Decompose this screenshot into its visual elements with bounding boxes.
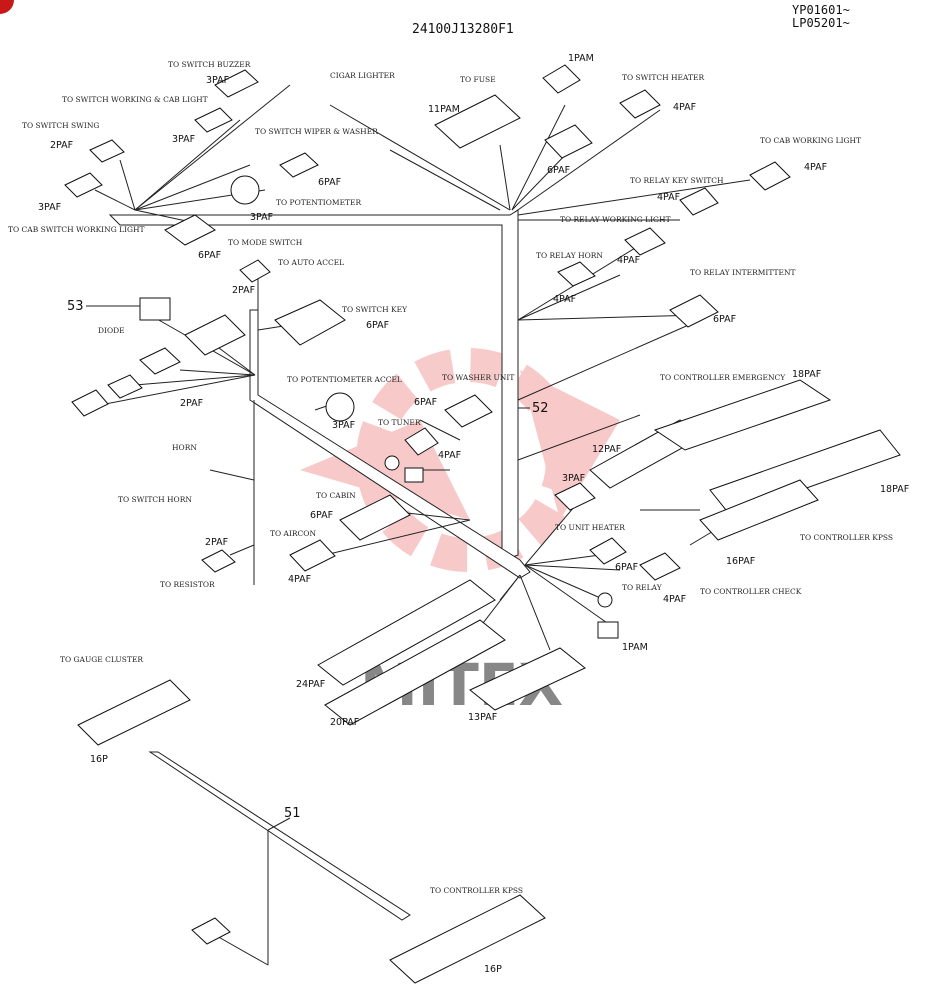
connector-11pam-fuse: 11PAM bbox=[428, 104, 460, 115]
label-controller-check: TO CONTROLLER CHECK bbox=[700, 587, 802, 596]
callout-main-harness: 52 bbox=[532, 401, 549, 416]
label-switch-wiper-washer: TO SWITCH WIPER & WASHER bbox=[255, 127, 378, 136]
label-unit-heater: TO UNIT HEATER bbox=[555, 523, 625, 532]
label-relay-horn: TO RELAY HORN bbox=[536, 251, 603, 260]
connector-6paf-mode: 6PAF bbox=[198, 250, 221, 261]
connector-20paf: 20PAF bbox=[330, 717, 359, 728]
connector-3paf-unit: 3PAF bbox=[562, 473, 585, 484]
branch-wires bbox=[94, 84, 751, 651]
label-mode-switch: TO MODE SWITCH bbox=[228, 238, 303, 247]
connector-12paf: 12PAF bbox=[592, 444, 621, 455]
label-controller-kpss-right: TO CONTROLLER KPSS bbox=[800, 533, 893, 542]
connector-18paf-a: 18PAF bbox=[792, 369, 821, 380]
connector-6paf-cabin: 6PAF bbox=[310, 510, 333, 521]
label-switch-buzzer: TO SWITCH BUZZER bbox=[168, 60, 251, 69]
label-fuse: TO FUSE bbox=[460, 75, 496, 84]
connector-4paf-check: 4PAF bbox=[663, 594, 686, 605]
connector-2paf-auto: 2PAF bbox=[232, 285, 255, 296]
label-relay-lower: TO RELAY bbox=[622, 583, 663, 592]
label-horn: HORN bbox=[172, 443, 197, 452]
label-gauge-cluster: TO GAUGE CLUSTER bbox=[60, 655, 143, 664]
connector-3paf-working: 3PAF bbox=[172, 134, 195, 145]
label-resistor: TO RESISTOR bbox=[160, 580, 215, 589]
serial-range-1: YP01601~ bbox=[792, 3, 850, 17]
label-switch-horn: TO SWITCH HORN bbox=[118, 495, 192, 504]
connector-4paf-aircon: 4PAF bbox=[288, 574, 311, 585]
connector-16paf: 16PAF bbox=[726, 556, 755, 567]
connector-4paf-tuner: 4PAF bbox=[438, 450, 461, 461]
label-auto-accel: TO AUTO ACCEL bbox=[278, 258, 344, 267]
connector-16p-gauge: 16P bbox=[90, 754, 108, 765]
connector-1pam-bottom: 1PAM bbox=[622, 642, 648, 653]
connector-6paf-inter: 6PAF bbox=[713, 314, 736, 325]
serial-range-2: LP05201~ bbox=[792, 16, 850, 30]
connector-2paf-swing: 2PAF bbox=[50, 140, 73, 151]
connector-3paf-cabswitch: 3PAF bbox=[38, 202, 61, 213]
connector-4paf-horn: 4PAF bbox=[553, 294, 576, 305]
label-cabin: TO CABIN bbox=[316, 491, 356, 500]
sub-harness-51 bbox=[148, 751, 411, 966]
label-relay-working-light: TO RELAY WORKING LIGHT bbox=[560, 215, 671, 224]
connector-2paf-diode: 2PAF bbox=[180, 398, 203, 409]
label-cab-working-light: TO CAB WORKING LIGHT bbox=[760, 136, 861, 145]
label-switch-heater: TO SWITCH HEATER bbox=[622, 73, 705, 82]
label-aircon: TO AIRCON bbox=[270, 529, 316, 538]
connector-3paf-buzzer: 3PAF bbox=[206, 75, 229, 86]
connector-3paf-pot: 3PAF bbox=[250, 212, 273, 223]
label-potentiometer-accel: TO POTENTIOMETER ACCEL bbox=[287, 375, 402, 384]
label-washer-unit: TO WASHER UNIT bbox=[442, 373, 514, 382]
connector-4paf-relaykey: 4PAF bbox=[657, 192, 680, 203]
label-relay-intermittent: TO RELAY INTERMITTENT bbox=[690, 268, 796, 277]
label-switch-swing: TO SWITCH SWING bbox=[22, 121, 99, 130]
destination-labels: TO SWITCH BUZZER CIGAR LIGHTER TO SWITCH… bbox=[8, 60, 893, 895]
corner-mark-icon bbox=[0, 0, 14, 14]
connector-6paf-key: 6PAF bbox=[366, 320, 389, 331]
label-switch-key: TO SWITCH KEY bbox=[342, 305, 408, 314]
connector-labels: 3PAF 3PAF 2PAF 3PAF 6PAF 3PAF 1PAM 4PAF … bbox=[38, 53, 909, 975]
connector-3paf-accel: 3PAF bbox=[332, 420, 355, 431]
label-relay-key-switch: TO RELAY KEY SWITCH bbox=[630, 176, 724, 185]
connector-6paf-wiper: 6PAF bbox=[318, 177, 341, 188]
connector-4paf-heater: 4PAF bbox=[673, 102, 696, 113]
main-harness-52 bbox=[108, 209, 531, 585]
connector-2paf-resistor: 2PAF bbox=[205, 537, 228, 548]
label-controller-kpss-bottom: TO CONTROLLER KPSS bbox=[430, 886, 523, 895]
connector-18paf-b: 18PAF bbox=[880, 484, 909, 495]
connector-1pam-top: 1PAM bbox=[568, 53, 594, 64]
label-cigar-lighter: CIGAR LIGHTER bbox=[330, 71, 395, 80]
connector-6paf-heater: 6PAF bbox=[547, 165, 570, 176]
connector-13paf: 13PAF bbox=[468, 712, 497, 723]
callout-diode: 53 bbox=[67, 299, 84, 314]
connector-shapes bbox=[64, 64, 901, 984]
connector-16p-kpss: 16P bbox=[484, 964, 502, 975]
connector-6paf-washer: 6PAF bbox=[414, 397, 437, 408]
callout-sub-harness: 51 bbox=[284, 806, 301, 821]
label-cab-switch-working-light: TO CAB SWITCH WORKING LIGHT bbox=[8, 225, 145, 234]
label-potentiometer: TO POTENTIOMETER bbox=[276, 198, 362, 207]
label-controller-emergency: TO CONTROLLER EMERGENCY bbox=[660, 373, 786, 382]
label-switch-working-light: TO SWITCH WORKING & CAB LIGHT bbox=[62, 95, 208, 104]
label-tuner: TO TUNER bbox=[378, 418, 421, 427]
connector-4paf-workrelay: 4PAF bbox=[617, 255, 640, 266]
part-number: 24100J13280F1 bbox=[412, 22, 514, 37]
connector-4paf-cab: 4PAF bbox=[804, 162, 827, 173]
label-diode: DIODE bbox=[98, 326, 125, 335]
connector-6paf-relay: 6PAF bbox=[615, 562, 638, 573]
connector-24paf: 24PAF bbox=[296, 679, 325, 690]
